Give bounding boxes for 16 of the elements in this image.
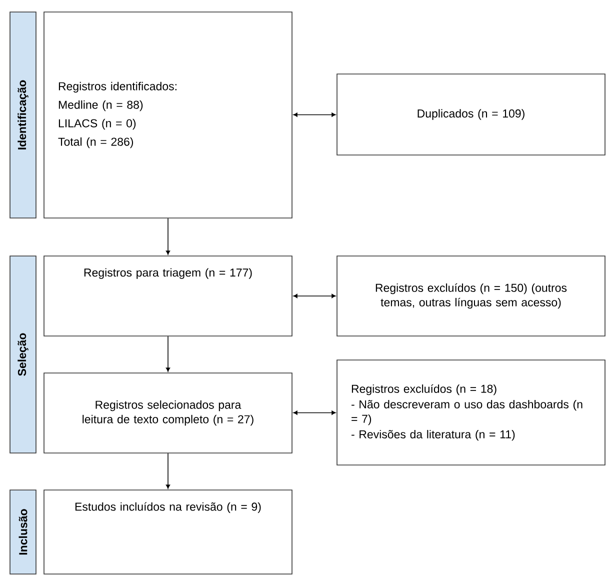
arrow [166,453,170,489]
process-box: Registros excluídos (n = 18) - Não descreveram o uso das dashboards (n = 7) - Revisões da literatura (n = 11) [336,360,606,466]
stage-band: Seleção [10,256,36,454]
arrow [166,218,170,255]
arrow [293,112,336,117]
process-box: Registros identificados: Medline (n = 88) LILACS (n = 0) Total (n = 286) [44,12,292,218]
process-box: Registros selecionados para leitura de texto completo (n = 27) [44,372,292,454]
process-box: Registros para triagem (n = 177) [44,256,292,336]
stage-band: Inclusão [10,490,36,574]
arrow [293,294,336,298]
process-box: Registros excluídos (n = 150) (outros temas, outras línguas sem acesso) [336,256,606,336]
stage-band: Identificação [10,12,36,218]
arrow [293,410,336,415]
process-box: Estudos incluídos na revisão (n = 9) [44,490,292,574]
process-box: Duplicados (n = 109) [336,74,606,156]
arrow [166,336,170,372]
